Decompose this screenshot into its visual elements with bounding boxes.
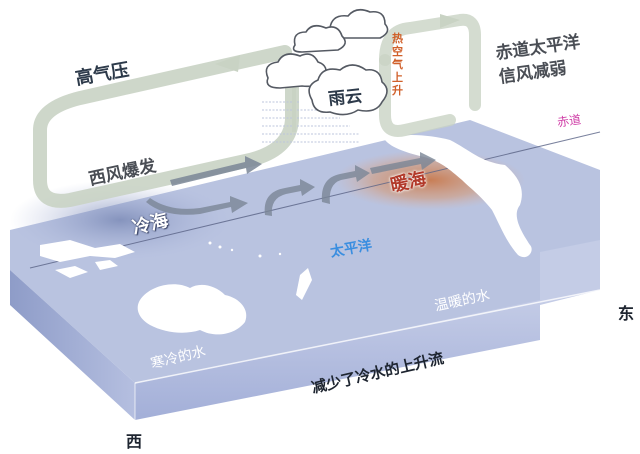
cloud-main: [308, 64, 388, 116]
label-equator: 赤道: [556, 112, 582, 130]
upper-right-arrow: [440, 14, 460, 28]
label-hot-air-rising: 热空气上升: [392, 32, 404, 97]
ocean-front-face: [135, 300, 540, 420]
ocean-left-face: [10, 270, 135, 420]
label-east: 东: [618, 304, 635, 323]
westerly-arrows: [146, 152, 436, 216]
rain-clouds: [265, 8, 389, 116]
upper-return-arrow: [215, 55, 240, 72]
land-indonesia: [40, 240, 135, 262]
land-south-america: [385, 135, 532, 258]
land-australia: [137, 284, 247, 335]
ocean-box: [10, 120, 601, 420]
cloud-top-left: [292, 24, 346, 53]
label-west: 西: [126, 432, 143, 451]
hot-air-text: 热空气上升: [392, 32, 403, 97]
equator-line: [29, 131, 601, 269]
label-rain-cloud: 雨云: [327, 86, 364, 110]
ocean-right-block: [540, 240, 600, 305]
cloud-stem: [292, 88, 296, 132]
cloud-left: [265, 53, 327, 89]
rain-streaks: [262, 101, 360, 143]
land-new-zealand: [296, 268, 312, 300]
